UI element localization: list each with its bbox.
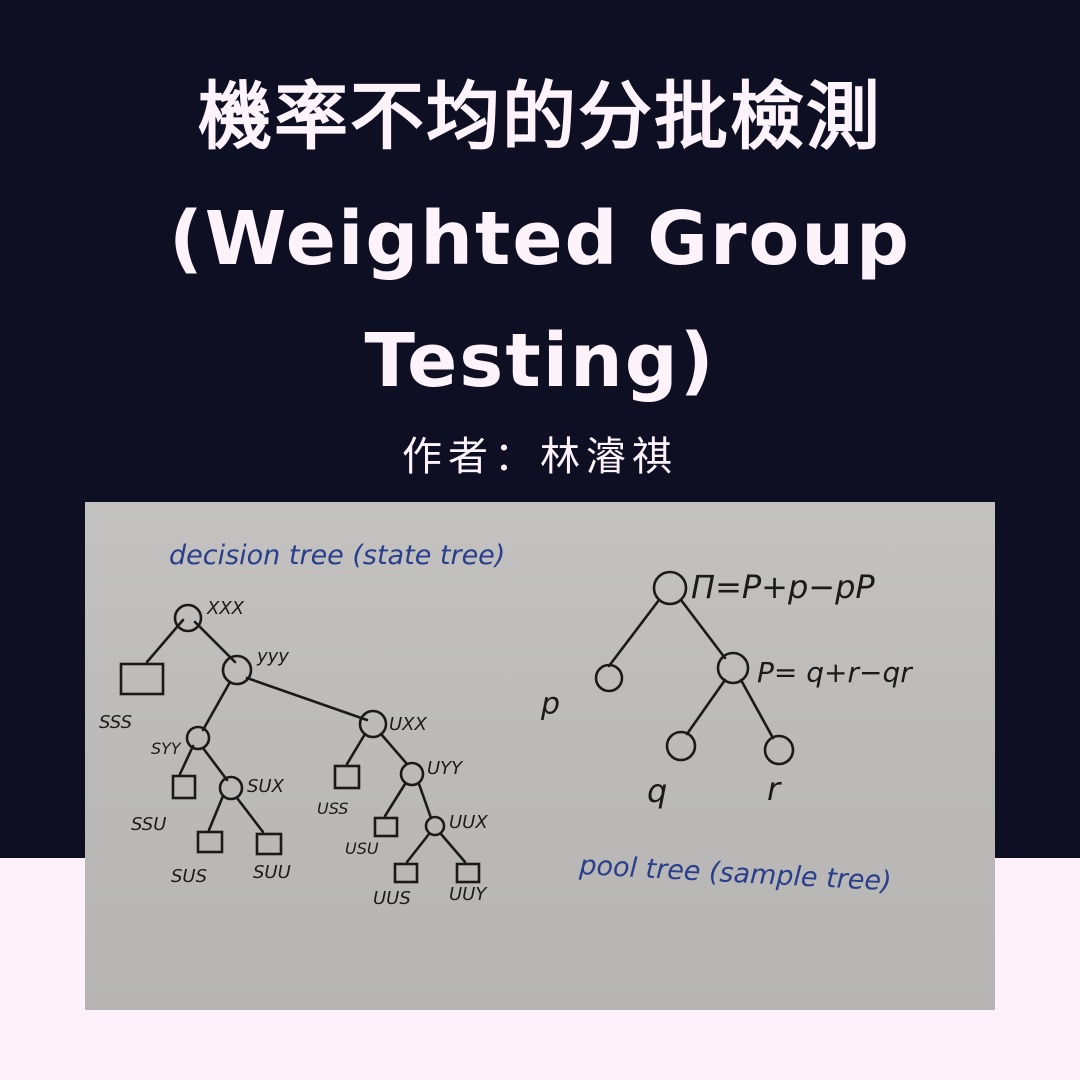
pool-q-label: q bbox=[647, 772, 667, 810]
title-line-1: 機率不均的分批檢測 bbox=[198, 74, 882, 160]
title-line-2: (Weighted Group bbox=[168, 196, 912, 282]
pool-node-circle bbox=[716, 651, 750, 685]
tree-node-circle bbox=[173, 603, 203, 633]
whiteboard-photo: XXX yyy SSS SYY SUX SSU SUS SUU UXX USS … bbox=[85, 502, 995, 1010]
tree-node-square bbox=[373, 816, 399, 838]
label-sux: SUX bbox=[247, 776, 285, 797]
tree-node-circle bbox=[221, 654, 253, 686]
label-syy: SYY bbox=[151, 739, 182, 758]
tree-node-square bbox=[196, 830, 224, 854]
label-uus: UUS bbox=[373, 888, 411, 909]
pool-tree-labels: Π=P+p−pP p P= q+r−qr q r bbox=[540, 568, 913, 810]
label-uux: UUX bbox=[449, 812, 488, 833]
tree-node-square bbox=[333, 764, 361, 790]
label-uyy: UYY bbox=[427, 758, 464, 779]
title-line-3: Testing) bbox=[364, 318, 716, 404]
pool-r-label: r bbox=[767, 770, 782, 808]
pool-node-circle bbox=[652, 570, 688, 606]
tree-node-square bbox=[455, 862, 481, 884]
tree-node-circle bbox=[424, 815, 446, 837]
label-sss: SSS bbox=[99, 712, 132, 733]
pool-left-label: p bbox=[540, 687, 560, 722]
label-ssu: SSU bbox=[131, 814, 166, 835]
label-xxx: XXX bbox=[206, 598, 245, 619]
tree-node-square bbox=[393, 862, 419, 884]
label-uxx: UXX bbox=[389, 714, 428, 735]
tree-node-circle bbox=[218, 775, 244, 801]
decision-tree-lines bbox=[145, 618, 467, 864]
decision-tree-labels: XXX yyy SSS SYY SUX SSU SUS SUU UXX USS … bbox=[99, 598, 488, 909]
tree-node-square bbox=[255, 832, 283, 856]
pool-node-circle bbox=[665, 730, 697, 762]
tree-node-circle bbox=[358, 709, 388, 739]
label-uuy: UUY bbox=[449, 884, 488, 905]
pool-tree-lines bbox=[607, 598, 775, 740]
tree-node-circle bbox=[185, 725, 211, 751]
label-yyy: yyy bbox=[256, 646, 289, 667]
label-sus: SUS bbox=[171, 866, 207, 887]
label-uss: USS bbox=[317, 799, 348, 818]
pool-tree-nodes bbox=[594, 570, 795, 766]
pool-tree-caption: pool tree (sample tree) bbox=[578, 850, 893, 897]
whiteboard-drawing: XXX yyy SSS SYY SUX SSU SUS SUU UXX USS … bbox=[99, 540, 913, 909]
pool-node-circle bbox=[594, 663, 624, 693]
pool-node-circle bbox=[763, 734, 795, 766]
author-line: 作者：林濬祺 bbox=[402, 434, 678, 480]
pool-root-formula: Π=P+p−pP bbox=[691, 568, 875, 606]
decision-tree-caption: decision tree (state tree) bbox=[169, 540, 505, 571]
tree-node-square bbox=[171, 774, 197, 800]
page-title: 機率不均的分批檢測 (Weighted Group Testing) bbox=[0, 56, 1080, 422]
pool-p-formula: P= q+r−qr bbox=[757, 656, 913, 689]
label-usu: USU bbox=[345, 839, 379, 858]
tree-node-square bbox=[119, 662, 165, 696]
decision-tree-nodes bbox=[119, 603, 481, 884]
label-suu: SUU bbox=[253, 862, 291, 883]
tree-node-circle bbox=[399, 761, 425, 787]
